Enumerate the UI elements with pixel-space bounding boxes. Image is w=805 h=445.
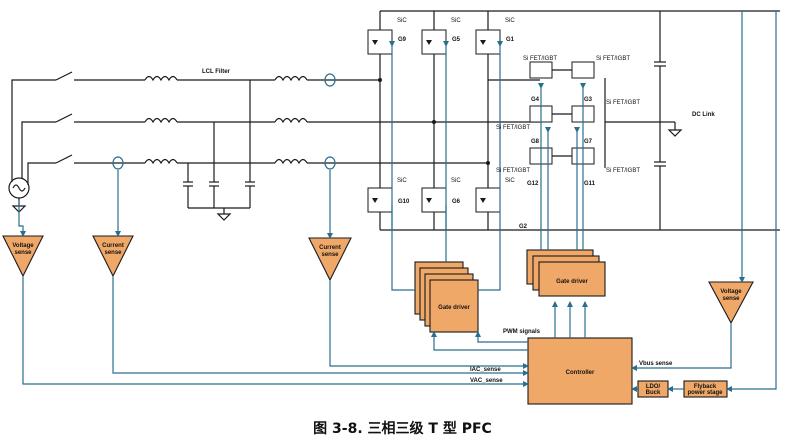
figure-caption: 图 3-8. 三相三级 T 型 PFC <box>313 421 492 437</box>
svg-text:Current: Current <box>102 243 124 249</box>
svg-text:Flyback: Flyback <box>694 384 717 390</box>
switch-icon <box>55 154 73 164</box>
mosfet-icon <box>367 187 393 213</box>
svg-text:Si FET/IGBT: Si FET/IGBT <box>596 56 630 62</box>
svg-text:Si FET/IGBT: Si FET/IGBT <box>606 100 640 106</box>
svg-text:G12: G12 <box>527 181 539 187</box>
svg-text:power stage: power stage <box>687 390 723 396</box>
svg-text:sense: sense <box>14 250 32 256</box>
ground-icon <box>667 129 683 137</box>
vbus-sense-label: Vbus sense <box>639 361 673 367</box>
inductor-icon <box>274 75 308 82</box>
svg-text:G2: G2 <box>519 224 528 230</box>
mosfet-icon <box>421 187 447 213</box>
inductor-icon <box>274 117 308 124</box>
svg-text:Gate driver: Gate driver <box>438 305 470 311</box>
phase-lines <box>55 71 488 170</box>
svg-text:Voltage: Voltage <box>720 289 742 295</box>
svg-text:SiC: SiC <box>505 18 515 24</box>
mosfet-icon <box>421 29 447 55</box>
filter-capacitors <box>183 80 255 221</box>
inductor-icon <box>144 158 178 165</box>
svg-text:G5: G5 <box>452 37 461 43</box>
voltage-sense-left: Voltage sense <box>2 235 44 278</box>
svg-text:SiC: SiC <box>451 178 461 184</box>
svg-text:G7: G7 <box>584 139 593 145</box>
svg-text:sense: sense <box>722 296 740 302</box>
svg-text:G8: G8 <box>531 139 540 145</box>
svg-text:Si FET/IGBT: Si FET/IGBT <box>496 168 530 174</box>
svg-text:SiC: SiC <box>451 18 461 24</box>
svg-text:G11: G11 <box>584 181 596 187</box>
voltage-sense-right: Voltage sense <box>708 281 754 325</box>
switch-icon <box>55 113 73 123</box>
svg-text:sense: sense <box>321 252 339 258</box>
svg-text:Controller: Controller <box>566 370 595 376</box>
svg-text:Buck: Buck <box>646 390 661 396</box>
inductor-icon <box>274 158 308 165</box>
svg-text:Si FET/IGBT: Si FET/IGBT <box>523 56 557 62</box>
svg-text:Current: Current <box>319 245 341 251</box>
iac-sense-label: IAC_sense <box>470 367 501 373</box>
svg-text:Si FET/IGBT: Si FET/IGBT <box>606 168 640 174</box>
svg-text:SiC: SiC <box>397 18 407 24</box>
mosfet-icon <box>571 61 595 79</box>
three-phase-t-type-pfc-diagram: LCL Filter SiC SiC SiC G9 G5 <box>2 10 780 405</box>
svg-text:G9: G9 <box>398 37 407 43</box>
si-fet-igbt-switches: Si FET/IGBT Si FET/IGBT Si FET/IGBT Si F… <box>434 56 660 187</box>
controller: Controller <box>527 337 633 405</box>
switch-icon <box>55 71 73 81</box>
svg-text:Si FET/IGBT: Si FET/IGBT <box>496 125 530 131</box>
mosfet-icon <box>475 187 501 213</box>
svg-text:G4: G4 <box>531 97 540 103</box>
svg-text:Gate driver: Gate driver <box>556 279 588 285</box>
sic-switches-top: SiC SiC SiC G9 G5 G1 <box>367 18 515 55</box>
gate-driver-right: Gate driver <box>526 249 606 297</box>
inductor-icon <box>144 75 178 82</box>
svg-text:G1: G1 <box>506 37 515 43</box>
vac-sense-label: VAC_sense <box>470 378 503 384</box>
lcl-filter-label: LCL Filter <box>202 69 231 75</box>
svg-text:LDO/: LDO/ <box>646 384 661 390</box>
dc-link-label: DC Link <box>692 112 715 118</box>
mosfet-icon <box>529 61 553 79</box>
mosfet-icon <box>367 29 393 55</box>
inductor-icon <box>144 117 178 124</box>
gate-driver-left: Gate driver <box>414 261 479 333</box>
svg-text:G6: G6 <box>452 199 461 205</box>
current-sense-2: Current sense <box>308 237 352 282</box>
svg-text:G10: G10 <box>398 199 410 205</box>
svg-text:Voltage: Voltage <box>12 243 34 249</box>
mosfet-icon <box>475 29 501 55</box>
current-sense-1: Current sense <box>92 235 134 278</box>
ldo-buck: LDO/ Buck <box>637 380 669 398</box>
svg-text:SiC: SiC <box>397 178 407 184</box>
dc-link-capacitors <box>654 11 683 230</box>
sic-switches-bottom: SiC SiC SiC G10 G6 G2 <box>367 178 528 230</box>
flyback-power-stage: Flyback power stage <box>683 380 728 398</box>
pwm-signals-label: PWM signals <box>503 329 541 335</box>
ground-icon <box>216 213 232 221</box>
svg-text:sense: sense <box>104 250 122 256</box>
svg-text:G3: G3 <box>584 97 593 103</box>
svg-text:SiC: SiC <box>505 178 515 184</box>
